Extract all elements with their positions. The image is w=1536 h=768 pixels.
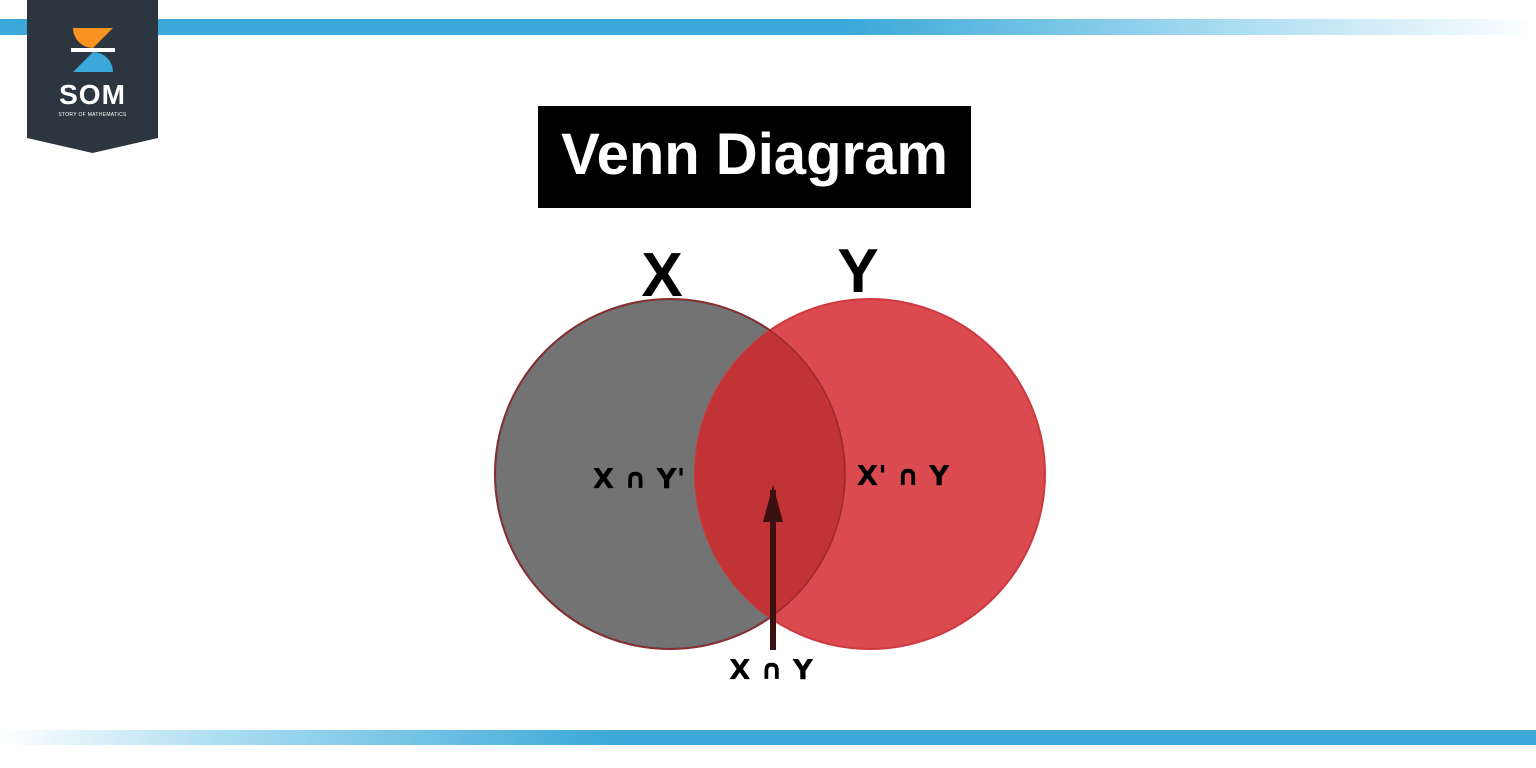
logo-orange-icon (73, 28, 93, 48)
logo-subtext: STORY OF MATHEMATICS (58, 112, 127, 118)
logo-text: SOM (59, 79, 126, 110)
set-y-label: Y (837, 237, 878, 306)
set-x-label: X (641, 241, 682, 310)
logo-badge (27, 0, 158, 153)
bottom-stripe (0, 730, 1536, 745)
intersection-label: X ∩ Y (729, 653, 814, 686)
arrow-head-icon (763, 485, 783, 522)
logo-blue-icon (93, 52, 113, 72)
top-stripe (0, 19, 1536, 35)
set-x-outline (494, 298, 846, 650)
som-logo: SOM STORY OF MATHEMATICS (27, 0, 158, 153)
intersection-region (695, 299, 845, 649)
only-y-label: X' ∩ Y (857, 459, 950, 492)
only-x-label: X ∩ Y' (593, 462, 686, 495)
page-title: Venn Diagram (561, 122, 948, 187)
title-box: Venn Diagram (538, 106, 971, 208)
